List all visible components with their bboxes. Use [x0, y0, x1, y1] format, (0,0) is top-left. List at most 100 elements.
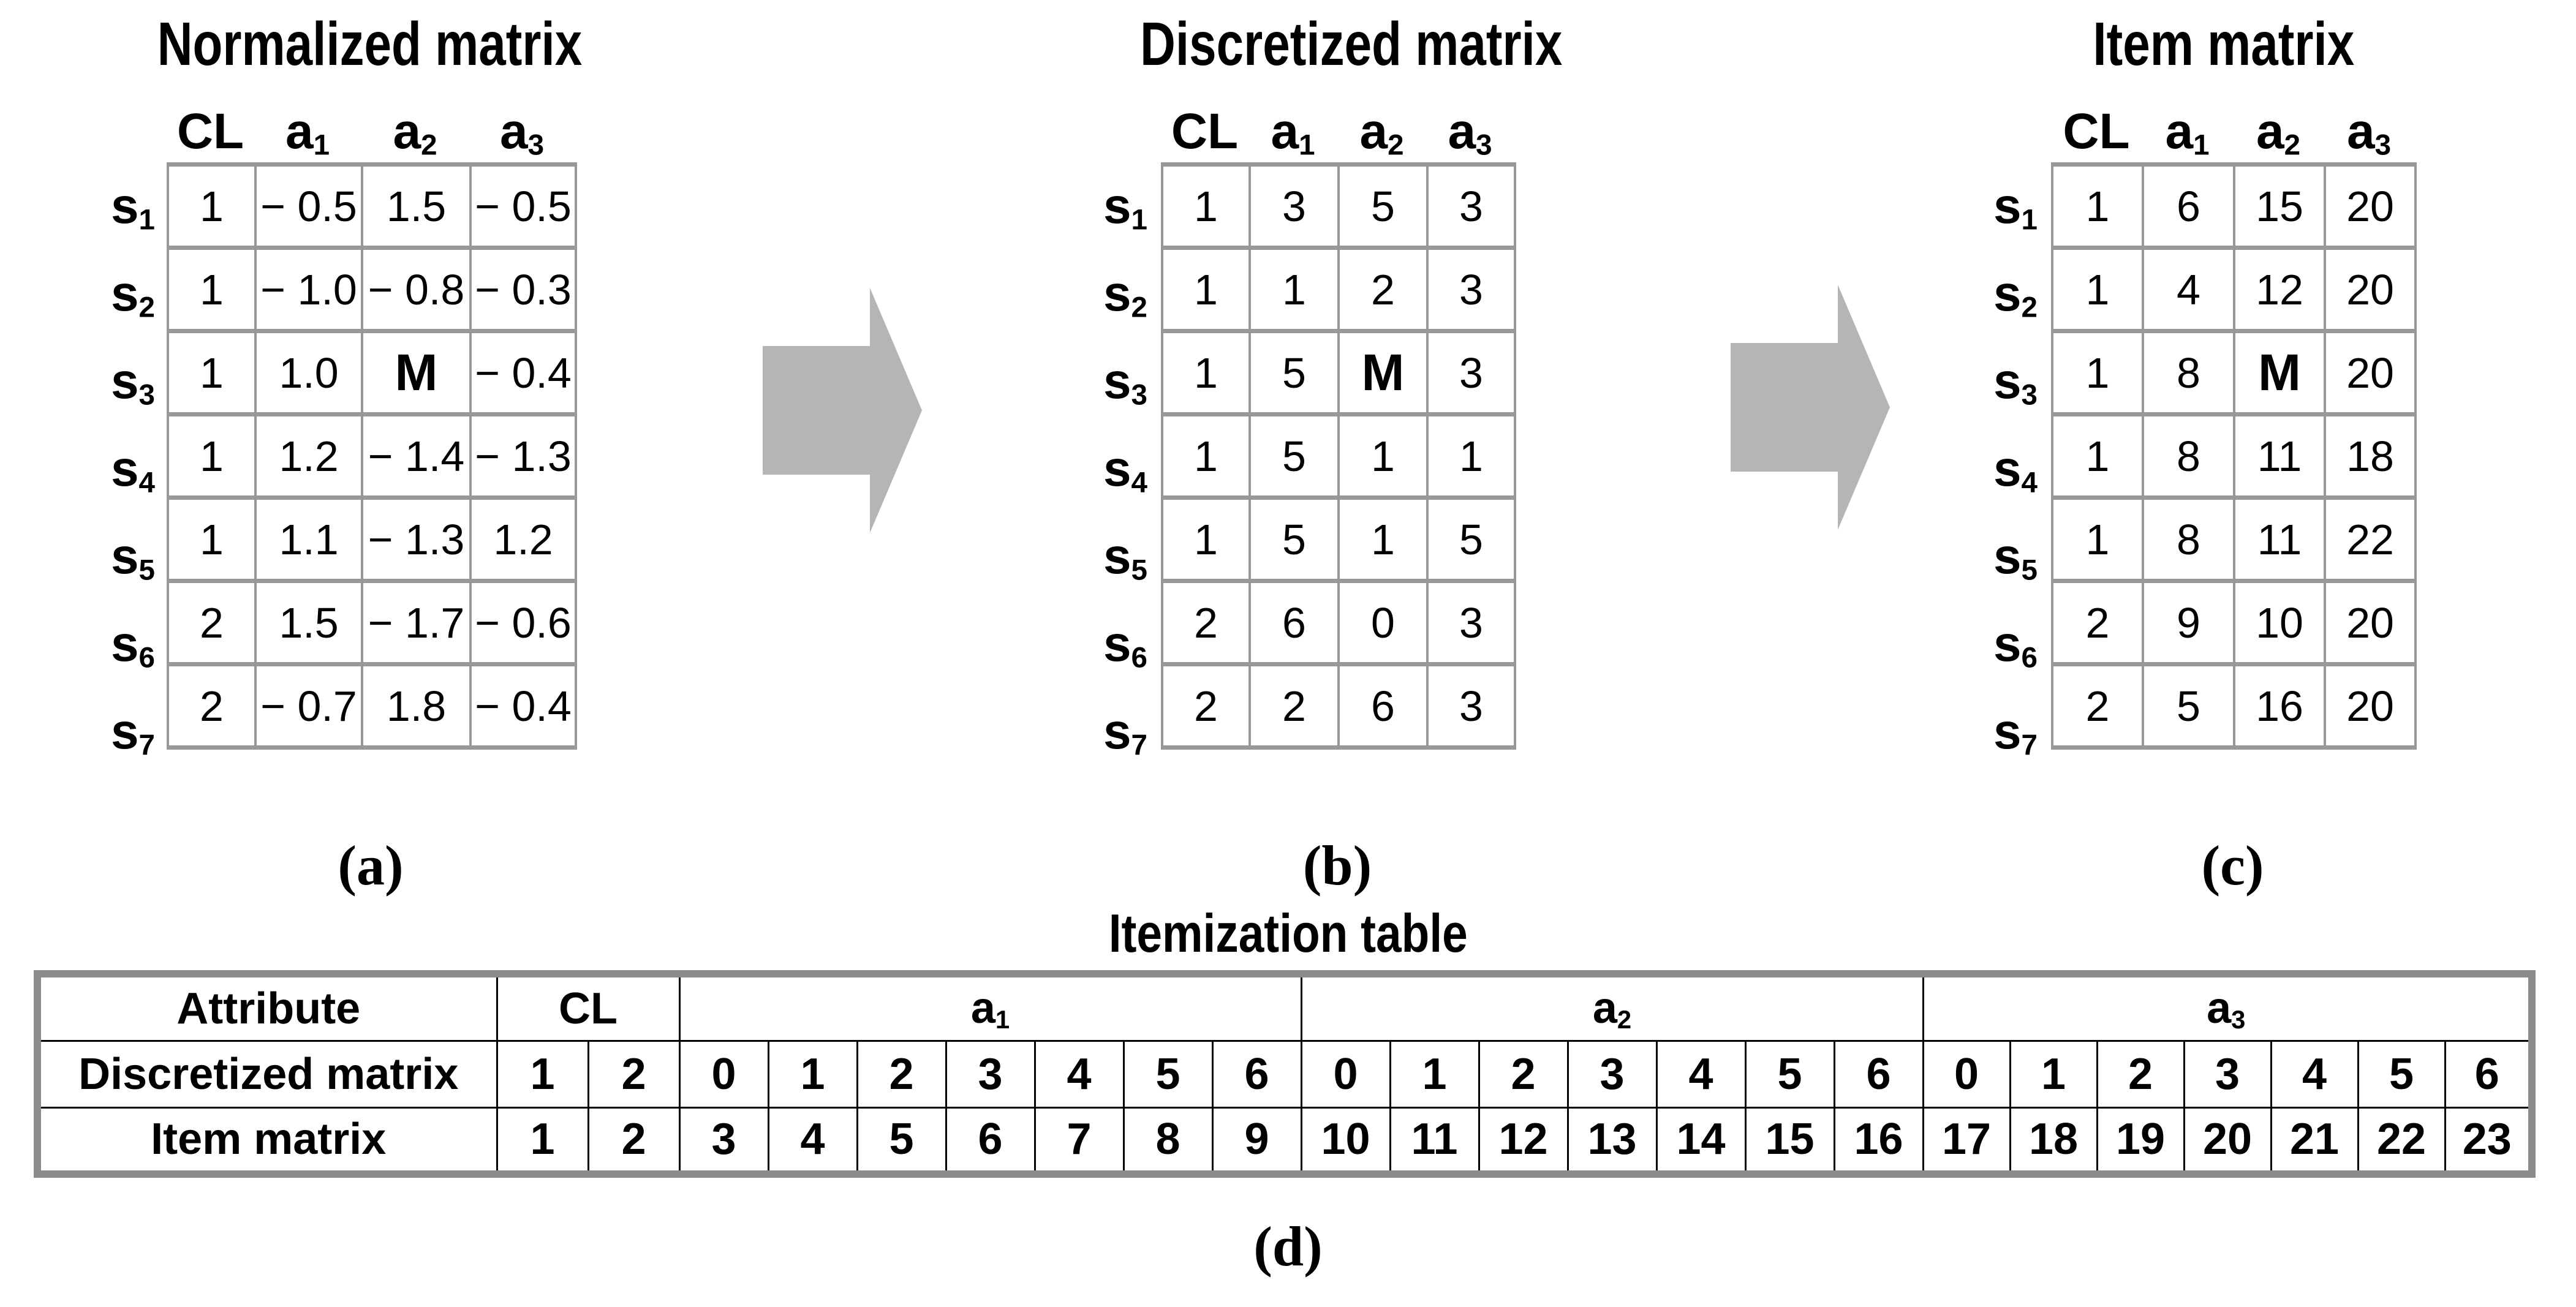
- value-cell: 4: [1033, 1039, 1125, 1109]
- row-label-s3: s3: [104, 337, 162, 425]
- caption-a: (a): [338, 834, 404, 897]
- label-sub: 1: [138, 203, 155, 236]
- matrix-cell: 1.8: [361, 662, 472, 750]
- itemization-title-text: Itemization table: [1108, 903, 1468, 963]
- label-base: s: [1993, 441, 2022, 497]
- header-base: a: [1271, 104, 1299, 159]
- matrix-title: Discretized matrix: [1087, 9, 1577, 80]
- matrix-cell: 4: [2142, 246, 2235, 333]
- value-cell: 11: [1389, 1106, 1480, 1175]
- matrix-cell: 11: [2233, 495, 2326, 583]
- matrix-cell: 8: [2142, 329, 2235, 416]
- value-cell: 5: [856, 1106, 947, 1175]
- label-sub: 4: [2021, 466, 2038, 499]
- label-sub: 1: [1131, 203, 1147, 236]
- row-label-s1: s1: [1979, 162, 2045, 250]
- label-base: s: [110, 441, 139, 497]
- matrix-cell: 16: [2233, 662, 2326, 750]
- row-label-s7: s7: [1087, 688, 1155, 775]
- value-cell: 10: [1300, 1106, 1391, 1175]
- header-sub: 1: [995, 1004, 1010, 1034]
- value-cell: 0: [1922, 1039, 2011, 1109]
- label-sub: 6: [1131, 641, 1147, 674]
- row-label-s6: s6: [104, 600, 162, 688]
- label-sub: 6: [138, 641, 155, 674]
- matrix-cell: − 0.6: [469, 579, 577, 666]
- label-sub: 2: [138, 291, 155, 324]
- header-base: a: [1448, 104, 1476, 159]
- matrix-cell: 1: [1161, 162, 1251, 250]
- matrix-cell: − 0.5: [469, 162, 577, 250]
- matrix-cell: − 1.4: [361, 412, 472, 500]
- matrix-cell: 8: [2142, 495, 2235, 583]
- header-sub: 2: [1388, 129, 1404, 162]
- matrix-row: 1− 1.0− 0.8− 0.3: [167, 246, 577, 333]
- header-base: a: [2256, 104, 2284, 159]
- matrix-cell: 20: [2324, 162, 2417, 250]
- matrix-cell: 2: [167, 662, 257, 750]
- row-label-s7: s7: [104, 688, 162, 775]
- matrix-cell: 3: [1426, 246, 1516, 333]
- value-cell: 3: [678, 1106, 769, 1175]
- matrix-row-labels: s1 s2 s3 s4 s5 s6 s7: [104, 162, 162, 775]
- matrix-cell: − 0.8: [361, 246, 472, 333]
- header-base: a: [2207, 983, 2232, 1033]
- col-header-a2: a2: [361, 100, 469, 177]
- header-base: a: [393, 104, 421, 159]
- matrix-cell: M: [361, 329, 472, 416]
- row-label-s6: s6: [1979, 600, 2045, 688]
- matrix-cell: 6: [1337, 662, 1429, 750]
- matrix-cell: 12: [2233, 246, 2326, 333]
- value-cell: 2: [1478, 1039, 1569, 1109]
- value-cell: 0: [1300, 1039, 1391, 1109]
- label-base: s: [110, 529, 139, 584]
- matrix-cell: 1: [167, 412, 257, 500]
- value-cell: 9: [1211, 1106, 1302, 1175]
- value-cell: 14: [1655, 1106, 1747, 1175]
- row-label-s2: s2: [104, 250, 162, 337]
- matrix-cell: − 0.5: [254, 162, 363, 250]
- header-sub: 3: [2374, 129, 2392, 162]
- matrix-cell: 1.1: [254, 495, 363, 583]
- label-sub: 1: [2021, 203, 2038, 236]
- matrix-cell: 6: [1248, 579, 1340, 666]
- label-base: s: [110, 704, 139, 759]
- value-cell: 4: [1655, 1039, 1747, 1109]
- label-base: s: [110, 266, 139, 322]
- row-label-s5: s5: [1087, 513, 1155, 600]
- col-header-cl: CL: [2051, 100, 2142, 177]
- label-base: s: [110, 616, 139, 672]
- matrix-cell: 5: [2142, 662, 2235, 750]
- label-base: s: [1103, 266, 1131, 322]
- itemization-table-title: Itemization table: [0, 902, 2576, 965]
- value-cell: 2: [856, 1039, 947, 1109]
- label-base: s: [1993, 529, 2022, 584]
- caption-b: (b): [1302, 834, 1372, 897]
- matrix-cell: 20: [2324, 579, 2417, 666]
- col-header-a3: a3: [469, 100, 575, 177]
- header-base: a: [2346, 104, 2375, 159]
- label-base: s: [1993, 704, 2022, 759]
- col-header-a1: a1: [2142, 100, 2233, 177]
- label-sub: 5: [2021, 554, 2038, 587]
- col-header-a3: a3: [1426, 100, 1514, 177]
- right-block-arrow-icon: [763, 288, 922, 533]
- value-cell: 2: [587, 1106, 681, 1175]
- value-cell: 17: [1922, 1106, 2011, 1175]
- matrix-cell: 1: [1426, 412, 1516, 500]
- matrix-cell: 9: [2142, 579, 2235, 666]
- label-base: s: [1993, 266, 2022, 322]
- header-base: a: [2165, 104, 2194, 159]
- matrix-cell: 2: [1337, 246, 1429, 333]
- header-base: a: [499, 104, 528, 159]
- col-header-a3: a3: [2324, 100, 2414, 177]
- matrix-cell: 1: [2051, 246, 2144, 333]
